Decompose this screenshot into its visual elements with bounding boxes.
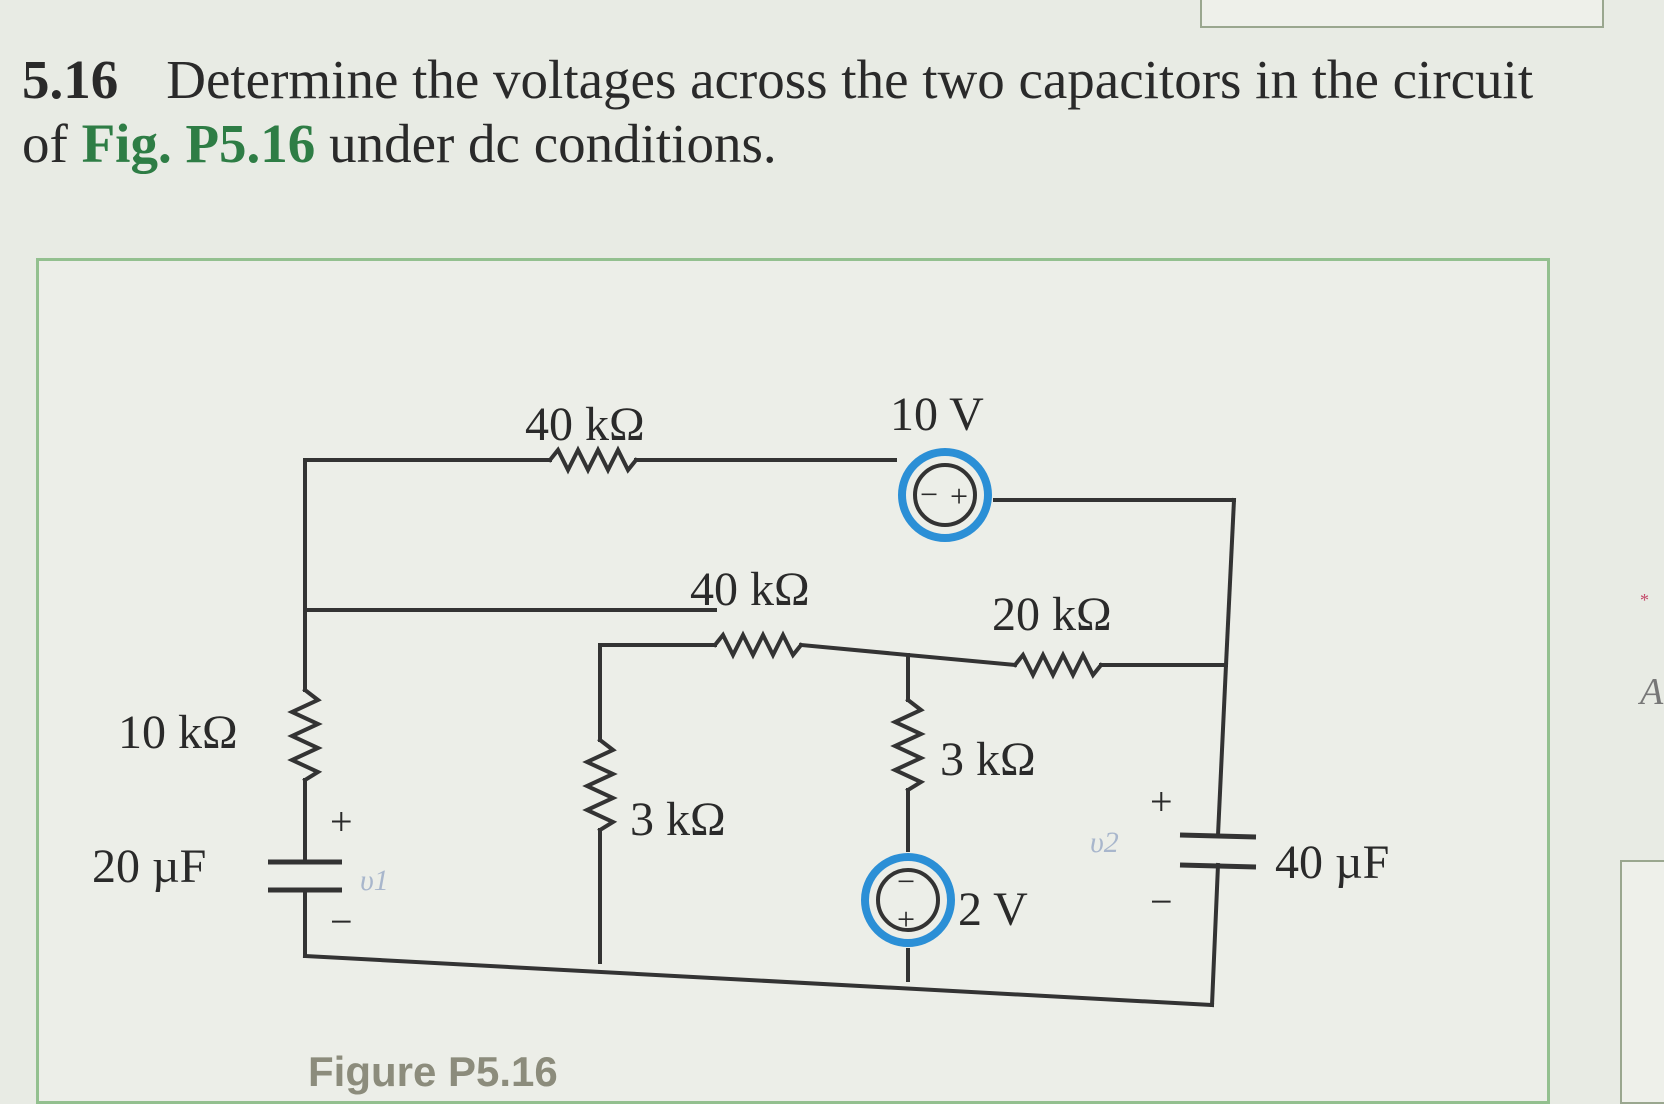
label-source-top: 10 V <box>890 388 984 441</box>
resistor-right-zigzag <box>1012 650 1104 680</box>
label-r-center: 3 kΩ <box>630 793 726 846</box>
wire-right-from-cap <box>1209 862 1221 1008</box>
label-c-left: 20 µF <box>92 840 206 893</box>
voltage-source-top <box>913 463 977 527</box>
label-v2: υ2 <box>1090 826 1119 859</box>
label-c-right: 40 µF <box>1275 836 1389 889</box>
label-r-mid: 40 kΩ <box>690 563 810 616</box>
sign-c-right-minus: − <box>1150 879 1173 924</box>
circuit-diagram: 40 kΩ 10 V 40 kΩ 20 kΩ 10 kΩ 20 µF 3 kΩ … <box>92 388 1389 1008</box>
figure-caption: Figure P5.16 <box>308 1048 558 1095</box>
sign-source-bottom-minus: − <box>897 863 915 899</box>
capacitor-right-plate-bottom <box>1179 862 1257 870</box>
label-r-right: 20 kΩ <box>992 588 1112 641</box>
top-answer-box <box>1200 0 1604 28</box>
right-side-panel <box>1620 860 1664 1104</box>
resistor-mid-zigzag <box>712 630 804 660</box>
problem-number: 5.16 <box>22 49 119 110</box>
resistor-center-zigzag <box>582 737 618 833</box>
resistor-left-zigzag <box>287 687 323 783</box>
sign-source-bottom-plus: + <box>897 901 915 937</box>
side-letter: A <box>1640 671 1664 713</box>
voltage-source-top-highlight <box>898 448 992 542</box>
figure-reference-link[interactable]: Fig. P5.16 <box>81 113 316 174</box>
voltage-source-bottom <box>876 868 940 932</box>
label-r-top: 40 kΩ <box>525 398 645 451</box>
wire-bottom <box>302 953 1215 1008</box>
problem-text-before: Determine the voltages across the two ca… <box>22 49 1534 174</box>
capacitor-right-plate-top <box>1179 832 1257 840</box>
sign-c-left-plus: + <box>330 799 353 844</box>
sign-c-left-minus: − <box>330 899 353 944</box>
side-mark: * <box>1640 590 1649 610</box>
voltage-source-bottom-highlight <box>861 853 955 947</box>
sign-source-top-minus: − <box>920 476 938 512</box>
problem-text-after: under dc conditions. <box>315 113 777 174</box>
resistor-top-zigzag <box>547 445 639 475</box>
sign-c-right-plus: + <box>1150 779 1173 824</box>
wire-right-upper <box>1223 497 1237 668</box>
label-source-bottom: 2 V <box>958 883 1028 936</box>
sign-source-top-plus: + <box>950 478 968 514</box>
label-v1: υ1 <box>360 864 389 897</box>
resistor-rc-zigzag <box>890 697 926 793</box>
label-r-left: 10 kΩ <box>118 706 238 759</box>
wire-right-to-cap <box>1215 662 1229 838</box>
label-r-rc: 3 kΩ <box>940 733 1036 786</box>
